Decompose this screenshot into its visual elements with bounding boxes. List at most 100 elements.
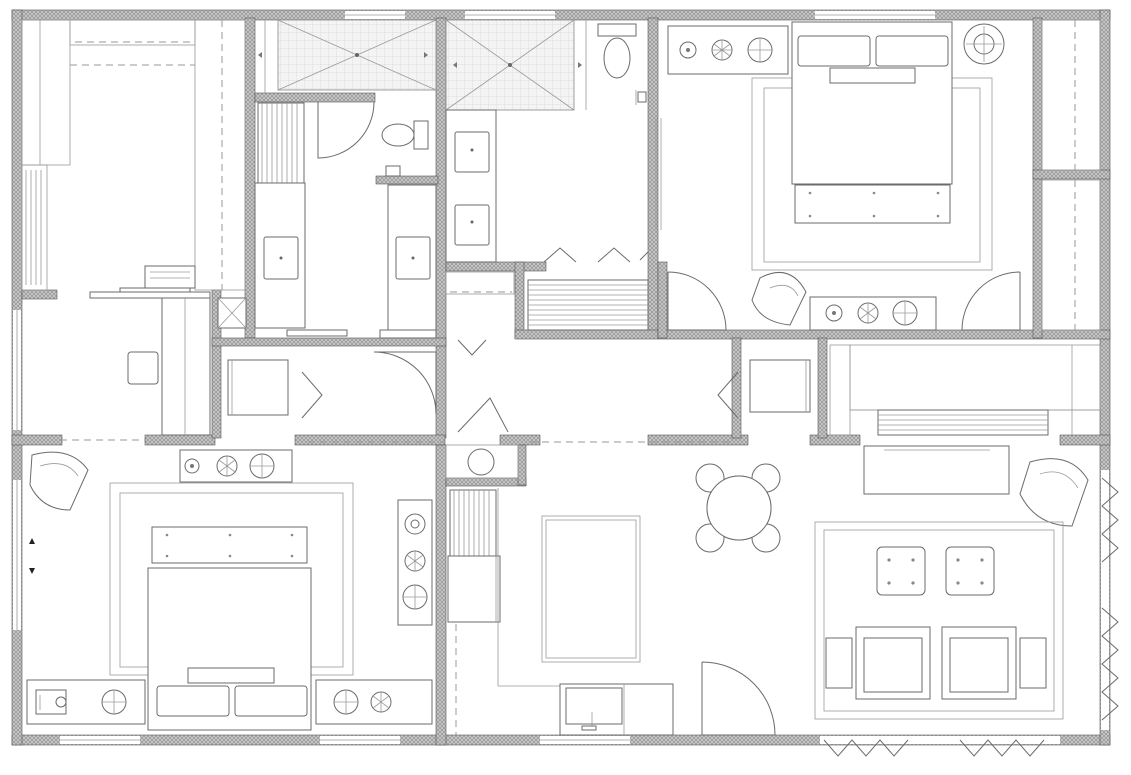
plant-icon	[711, 39, 733, 61]
wall-mid-horizontal-d	[647, 434, 749, 446]
walls	[11, 9, 1111, 746]
door-swing-hall	[373, 351, 437, 415]
wall-bedroom2-east	[244, 17, 256, 339]
wall-stair-side	[517, 444, 527, 486]
sink-icon	[565, 687, 623, 725]
living-dining-kitchen	[445, 397, 1119, 757]
door-swing-bed1	[667, 271, 727, 331]
lamp-icon	[184, 458, 200, 474]
windows	[13, 11, 1109, 744]
bifold-door-b	[597, 247, 631, 263]
wall-bed1-west	[657, 261, 668, 339]
bifold-door-a	[543, 247, 577, 263]
ottoman	[876, 546, 926, 596]
shower-drain-icon	[355, 53, 359, 57]
lamp-icon	[825, 304, 843, 322]
wall-bed1-closet-mid	[1032, 169, 1111, 180]
rug-kitchen	[541, 515, 641, 663]
arrow-up-icon	[29, 538, 35, 544]
washer	[227, 359, 289, 416]
desk-chair	[127, 351, 159, 385]
wall-hall-top	[514, 329, 659, 340]
lamp-icon	[333, 689, 359, 715]
pillow	[875, 35, 949, 67]
wall-mid-horizontal-f	[1059, 434, 1111, 446]
wall-bath-mid	[435, 17, 447, 439]
toilet-icon	[597, 23, 637, 37]
sink-icon	[454, 131, 490, 173]
plant-icon	[404, 550, 426, 572]
plant-icon	[216, 455, 238, 477]
bench	[794, 184, 951, 224]
side-table	[1019, 637, 1047, 689]
lamp-icon	[963, 23, 1005, 65]
folding-doors-bottom	[823, 739, 1045, 757]
wall-closet-right-b	[817, 337, 828, 439]
armchair-icon	[29, 451, 89, 511]
wall-mid-horizontal-b	[294, 434, 446, 446]
ottoman	[945, 546, 995, 596]
door-swing-bed1-closet	[961, 271, 1021, 331]
wall-closet-a	[514, 261, 525, 339]
arrow-down-icon	[29, 568, 35, 574]
folding-doors-right	[1101, 477, 1119, 721]
wall-mid-horizontal-c	[499, 434, 541, 446]
stairs-icon	[449, 489, 497, 557]
stove-icon	[35, 689, 67, 715]
wall-bath2-east	[647, 17, 659, 339]
tv-console	[863, 445, 1010, 495]
outer-wall-top	[11, 9, 1111, 21]
closet-rail-slats	[25, 170, 42, 285]
armchair-icon	[751, 271, 807, 326]
lamp-icon	[249, 453, 275, 479]
wall-mid-horizontal-left	[11, 434, 63, 446]
shelf-unit	[144, 265, 196, 289]
closet-shelf-slats	[877, 409, 1049, 436]
ensuite-bath-2	[445, 19, 662, 263]
rug-living	[814, 521, 1064, 720]
ensuite-bath-1	[254, 19, 439, 339]
dryer	[749, 359, 811, 413]
bedroom-3	[26, 449, 433, 731]
shower-drain-icon	[508, 63, 512, 67]
desk	[89, 291, 211, 299]
closets	[227, 271, 1101, 443]
sink-icon	[454, 204, 490, 246]
wall-mid-horizontal-a	[144, 434, 216, 446]
pillow	[797, 35, 871, 67]
lamp-icon	[679, 41, 697, 59]
desk-return	[161, 297, 211, 436]
wall-bed2-bottom	[21, 289, 58, 300]
wall-mid-horizontal-e	[809, 434, 861, 446]
lamp-icon	[101, 689, 127, 715]
wall-closet-left-top	[211, 337, 447, 347]
lamp-icon	[402, 584, 428, 610]
stairs-icon	[527, 279, 649, 331]
toilet-icon	[381, 123, 415, 147]
door-swing-bath1	[317, 101, 375, 159]
wall-bed3-east	[435, 444, 447, 746]
armchair-icon	[1019, 458, 1089, 527]
bench	[151, 526, 308, 564]
dining-table-icon	[695, 463, 781, 553]
pillow	[156, 685, 230, 717]
door-swing-front	[701, 661, 776, 736]
lamp-icon	[404, 513, 426, 535]
bedroom-2	[21, 19, 247, 441]
lamp-icon	[892, 300, 918, 326]
column	[467, 448, 495, 476]
wall-bath2-lower	[445, 261, 547, 272]
wall-bath-lower	[254, 92, 376, 103]
pillow	[234, 685, 308, 717]
plant-icon	[370, 691, 392, 713]
wall-closet-right	[731, 337, 742, 439]
plant-icon	[857, 302, 879, 324]
door-swing-stair	[457, 397, 509, 433]
bed-icon	[751, 21, 993, 271]
lamp-icon	[747, 37, 773, 63]
side-table	[825, 637, 853, 689]
bath-1-radiator	[257, 102, 305, 184]
wall-stair-box	[445, 477, 527, 487]
bedroom-1	[667, 19, 1101, 331]
